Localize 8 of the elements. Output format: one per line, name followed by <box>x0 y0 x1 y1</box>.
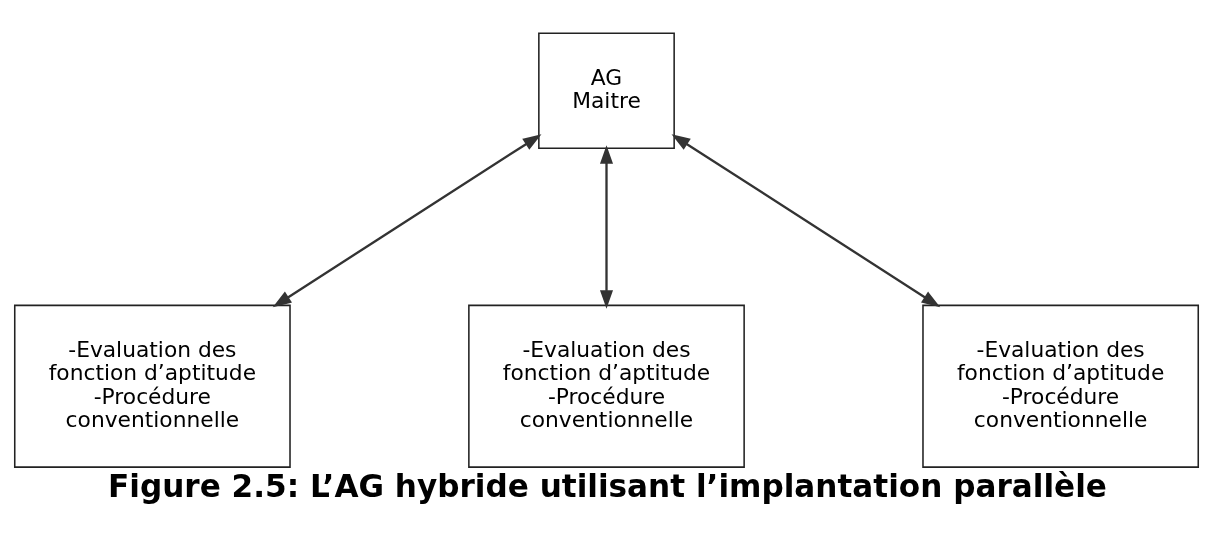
arrow <box>272 133 542 307</box>
node-box: -Evaluation des fonction d’aptitude -Procédure conventionnelle <box>468 304 745 468</box>
caption: Figure 2.5: L’AG hybride utilisant l’implantation parallèle <box>108 467 1107 504</box>
arrow <box>599 144 614 309</box>
node-box: -Evaluation des fonction d’aptitude -Procédure conventionnelle <box>922 304 1200 468</box>
node-box: AG Maitre <box>538 31 675 149</box>
node-box: -Evaluation des fonction d’aptitude -Procédure conventionnelle <box>13 304 291 468</box>
arrow <box>671 133 941 307</box>
